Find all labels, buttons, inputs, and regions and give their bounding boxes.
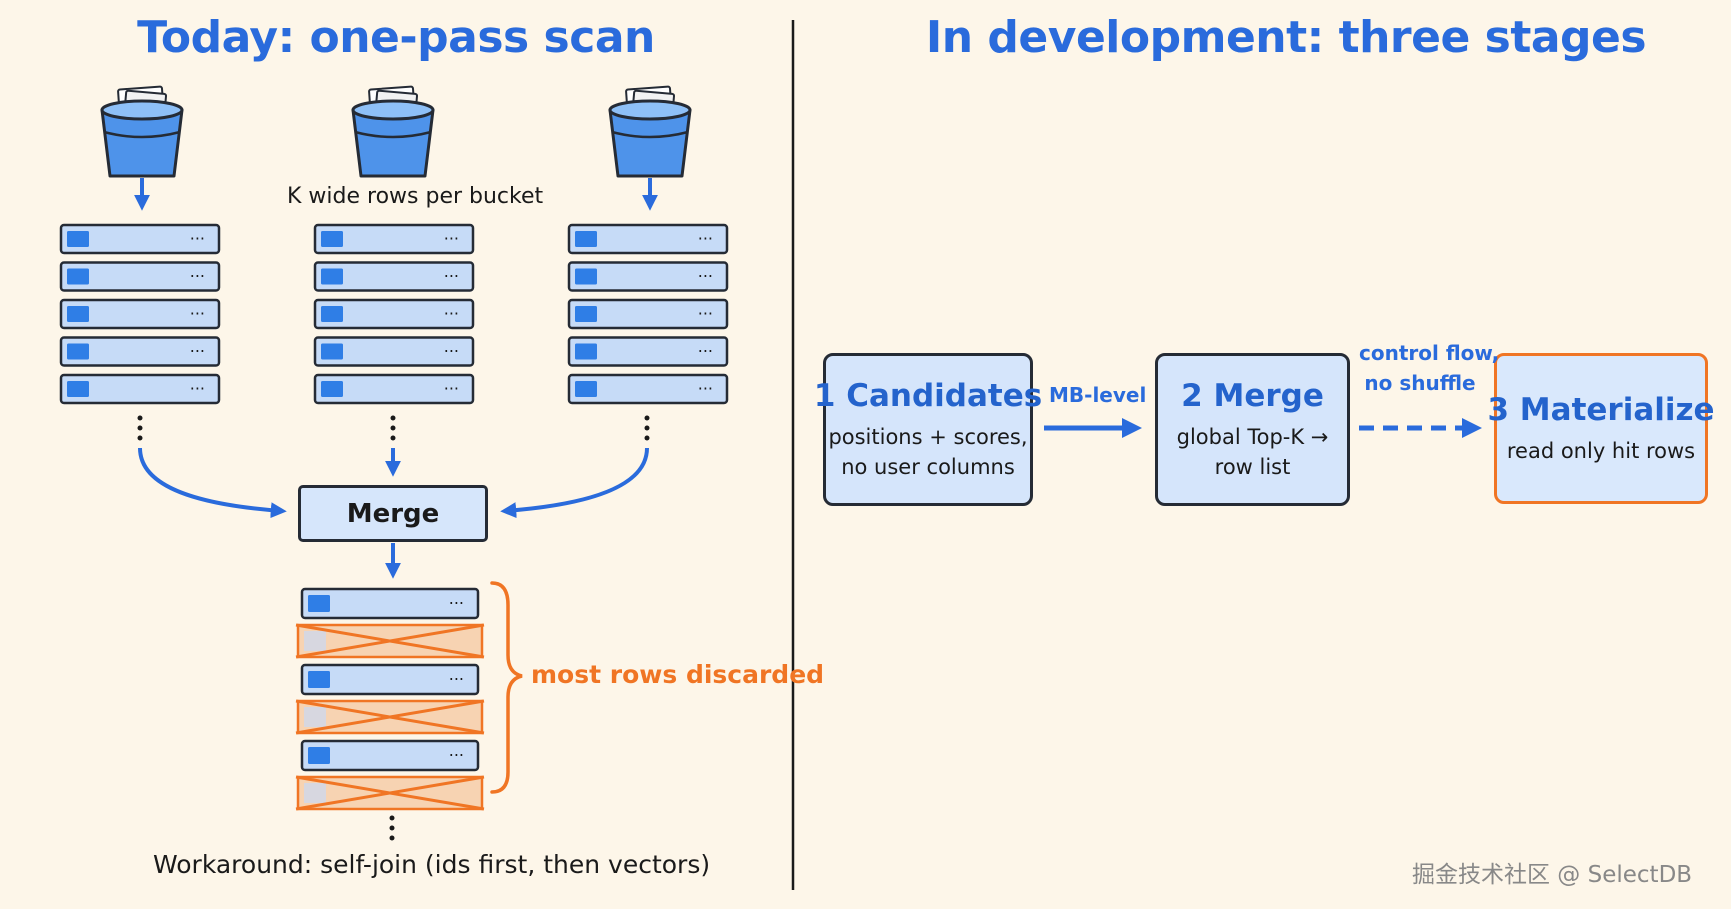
row-stack-bucket-2: ··· ··· ··· ··· ··· [313, 223, 475, 405]
wide-row: ··· [567, 373, 729, 405]
wide-row: ··· [567, 336, 729, 367]
wide-row: ··· [300, 587, 480, 620]
arrow2-label-line1: control flow, [1359, 341, 1500, 365]
row-dots: ··· [449, 594, 464, 613]
row-dots: ··· [190, 267, 205, 286]
discarded-row [295, 623, 485, 659]
row-dots: ··· [698, 267, 713, 286]
wide-row: ··· [59, 261, 221, 292]
stage-merge-desc-1: global Top-K → [1176, 424, 1329, 449]
stage-materialize-title: 3 Materialize [1487, 391, 1715, 428]
row-dots: ··· [698, 304, 713, 323]
discard-label: most rows discarded [531, 660, 825, 689]
wide-row: ··· [300, 739, 480, 772]
stage-merge-desc-2: row list [1214, 454, 1291, 479]
stage-materialize: 3 Materialize read only hit rows [1487, 353, 1715, 504]
row-dots: ··· [444, 342, 459, 361]
stage-materialize-desc: read only hit rows [1506, 438, 1696, 463]
bucket-icon-3 [608, 85, 692, 178]
arrow-to-merge-left [138, 447, 287, 519]
stage-candidates-desc-2: no user columns [841, 454, 1015, 479]
row-dots: ··· [698, 379, 713, 398]
row-dots: ··· [449, 670, 464, 689]
per-bucket-label: K wide rows per bucket [287, 184, 544, 209]
arrow2-label-line2: no shuffle [1364, 371, 1476, 395]
discarded-row [295, 775, 485, 811]
arrow-to-merge-right [500, 447, 649, 519]
row-dots: ··· [190, 229, 205, 248]
right-panel-title: In development: three stages [925, 12, 1647, 63]
row-dots: ··· [449, 746, 464, 765]
row-dots: ··· [190, 379, 205, 398]
wide-row: ··· [313, 298, 475, 330]
row-dots: ··· [698, 229, 713, 248]
watermark: 掘金技术社区 @ SelectDB [1412, 862, 1693, 888]
wide-row: ··· [313, 223, 475, 255]
arrow1-label: MB-level [1049, 383, 1147, 407]
wide-row: ··· [59, 373, 221, 405]
row-dots: ··· [190, 342, 205, 361]
row-dots: ··· [444, 304, 459, 323]
discarded-row [295, 699, 485, 735]
merge-box: Merge [298, 485, 488, 542]
stage-merge-title: 2 Merge [1181, 377, 1324, 414]
wide-row: ··· [59, 336, 221, 367]
ellipsis-vertical [137, 415, 650, 841]
stage-candidates-title: 1 Candidates [813, 377, 1043, 414]
bucket-icon-1 [100, 85, 184, 178]
row-dots: ··· [444, 379, 459, 398]
row-stack-bucket-3: ··· ··· ··· ··· ··· [567, 223, 729, 405]
wide-row: ··· [567, 223, 729, 255]
row-dots: ··· [444, 267, 459, 286]
stage-candidates-desc-1: positions + scores, [828, 424, 1028, 449]
bucket-icon-2 [351, 85, 435, 178]
workaround-note: Workaround: self-join (ids first, then v… [153, 850, 711, 879]
wide-row: ··· [313, 373, 475, 405]
wide-row: ··· [567, 261, 729, 292]
wide-row: ··· [300, 663, 480, 696]
row-dots: ··· [444, 229, 459, 248]
wide-row: ··· [567, 298, 729, 330]
left-panel-title: Today: one-pass scan [137, 12, 655, 63]
wide-row: ··· [313, 336, 475, 367]
wide-row: ··· [59, 223, 221, 255]
discard-brace [490, 581, 523, 794]
result-row-stack: ··· ··· ··· [295, 587, 485, 811]
stage-candidates: 1 Candidates positions + scores, no user… [814, 353, 1042, 506]
row-dots: ··· [190, 304, 205, 323]
stage-merge: 2 Merge global Top-K → row list [1155, 353, 1350, 506]
row-dots: ··· [698, 342, 713, 361]
wide-row: ··· [59, 298, 221, 330]
row-stack-bucket-1: ··· ··· ··· ··· ··· [59, 223, 221, 405]
wide-row: ··· [313, 261, 475, 292]
